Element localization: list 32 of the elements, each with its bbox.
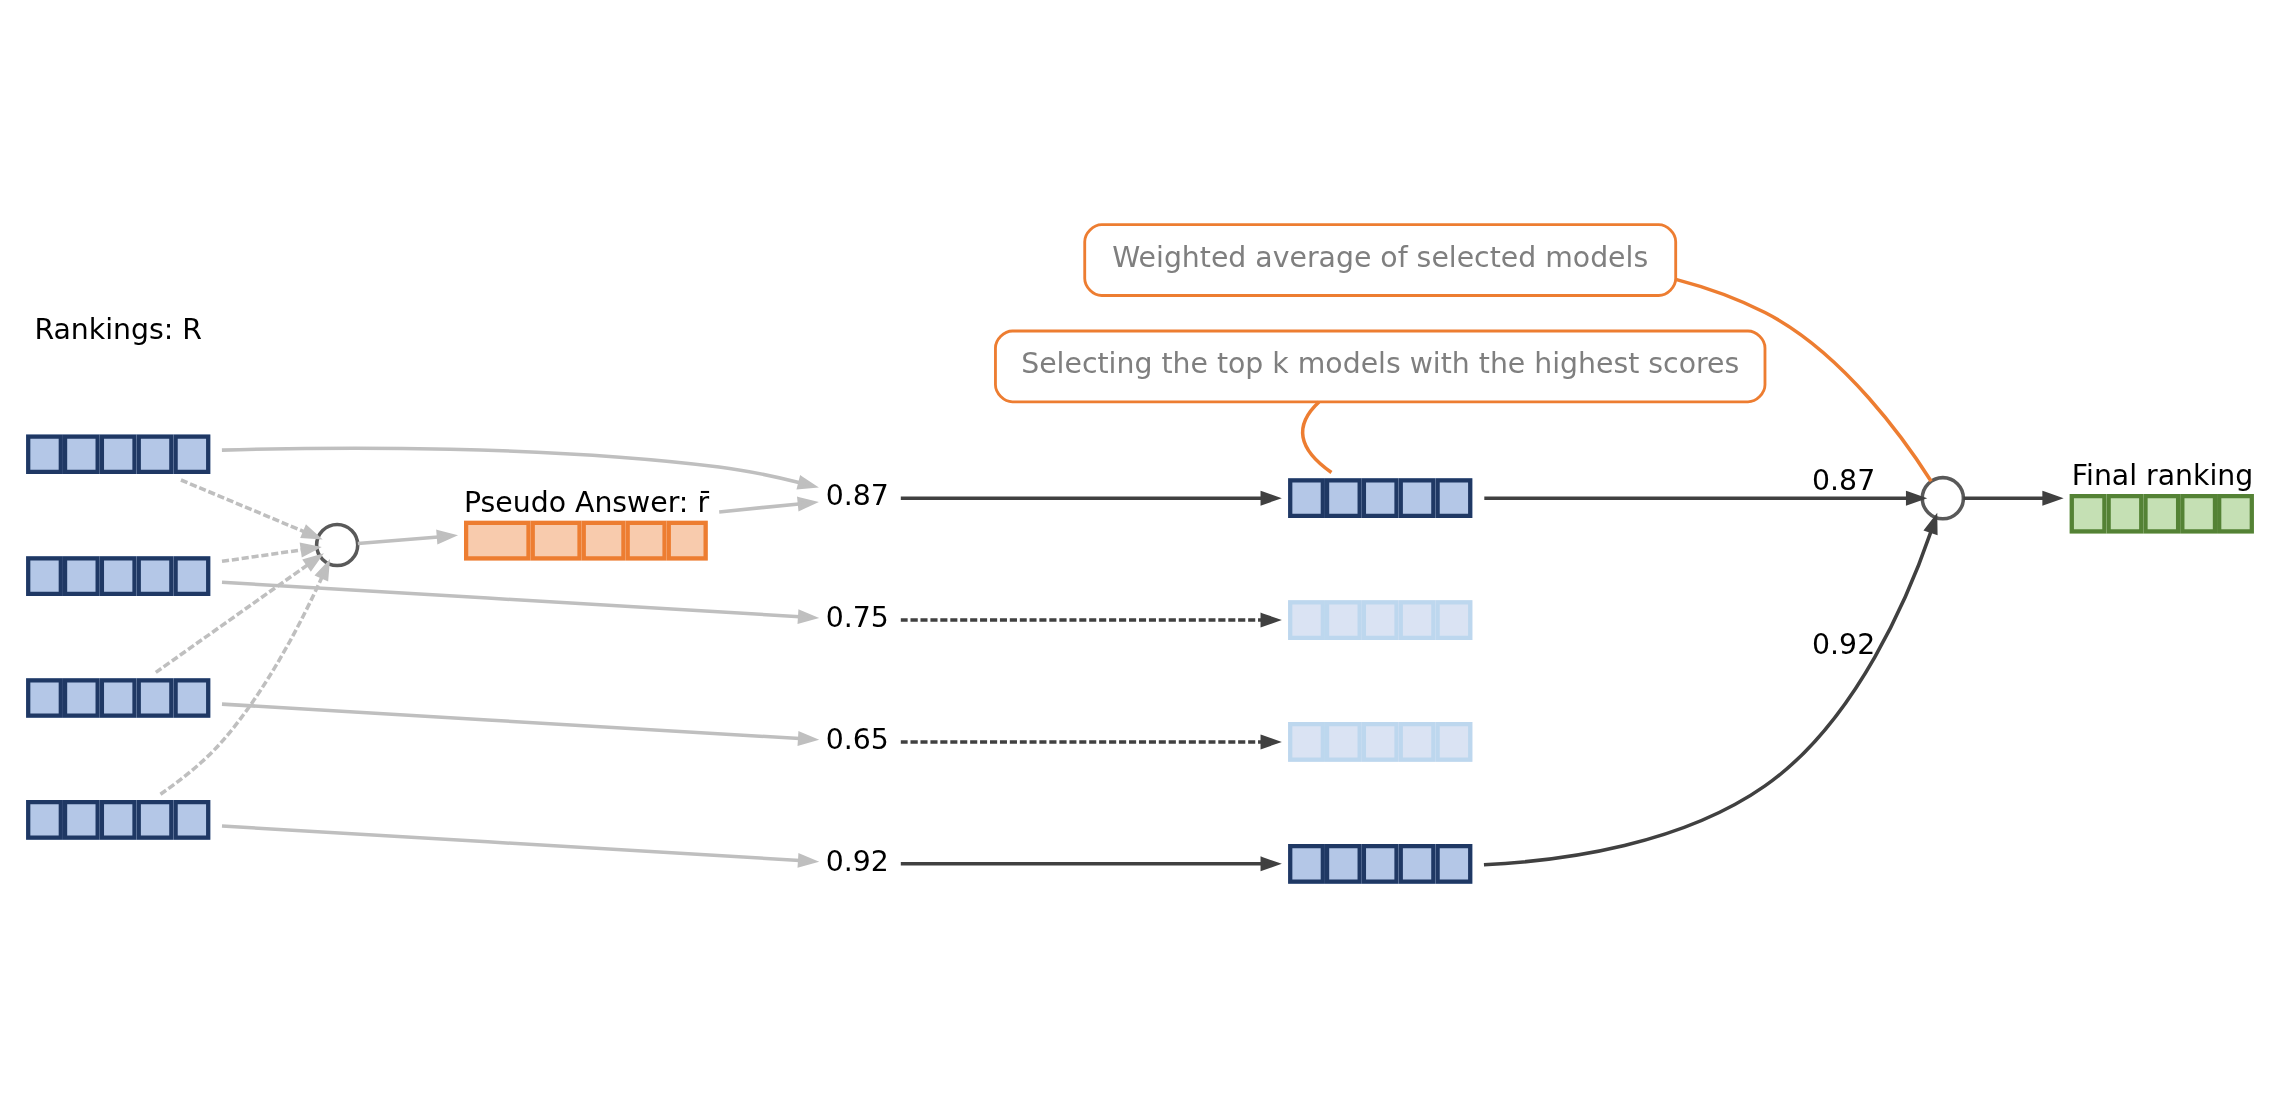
node-circle	[314, 522, 360, 567]
arrow	[180, 477, 323, 539]
arrow	[900, 612, 1282, 628]
connector	[1300, 400, 1333, 474]
node-text: 0.65	[825, 722, 889, 756]
arrow	[900, 490, 1282, 506]
arrow	[1484, 490, 1928, 506]
connector	[1675, 277, 1933, 482]
node-text: 0.75	[825, 600, 889, 634]
edge-label: 0.87	[1812, 463, 1876, 497]
arrow	[357, 529, 458, 545]
node-box: Weighted average of selected models	[1083, 222, 1678, 297]
label: Rankings: R	[34, 312, 202, 346]
arrow	[159, 558, 330, 796]
arrow	[221, 446, 819, 490]
arrow	[719, 496, 819, 514]
node-label: Pseudo Answer: r̄	[464, 485, 710, 519]
arrow	[221, 823, 820, 868]
node-box: Selecting the top k models with the highest scores	[994, 329, 1767, 403]
node-text: 0.87	[825, 478, 889, 512]
arrow	[1483, 512, 1938, 866]
arrow	[221, 542, 322, 563]
arrow	[154, 552, 324, 674]
node-label: Final ranking	[2071, 458, 2254, 492]
arrow	[221, 579, 820, 624]
edge-label: 0.92	[1812, 627, 1876, 661]
arrow	[221, 701, 820, 746]
arrow	[900, 734, 1282, 749]
arrow	[1963, 490, 2064, 506]
arrow	[900, 855, 1282, 871]
node-text: 0.92	[825, 844, 889, 878]
node-circle	[1920, 475, 1966, 520]
